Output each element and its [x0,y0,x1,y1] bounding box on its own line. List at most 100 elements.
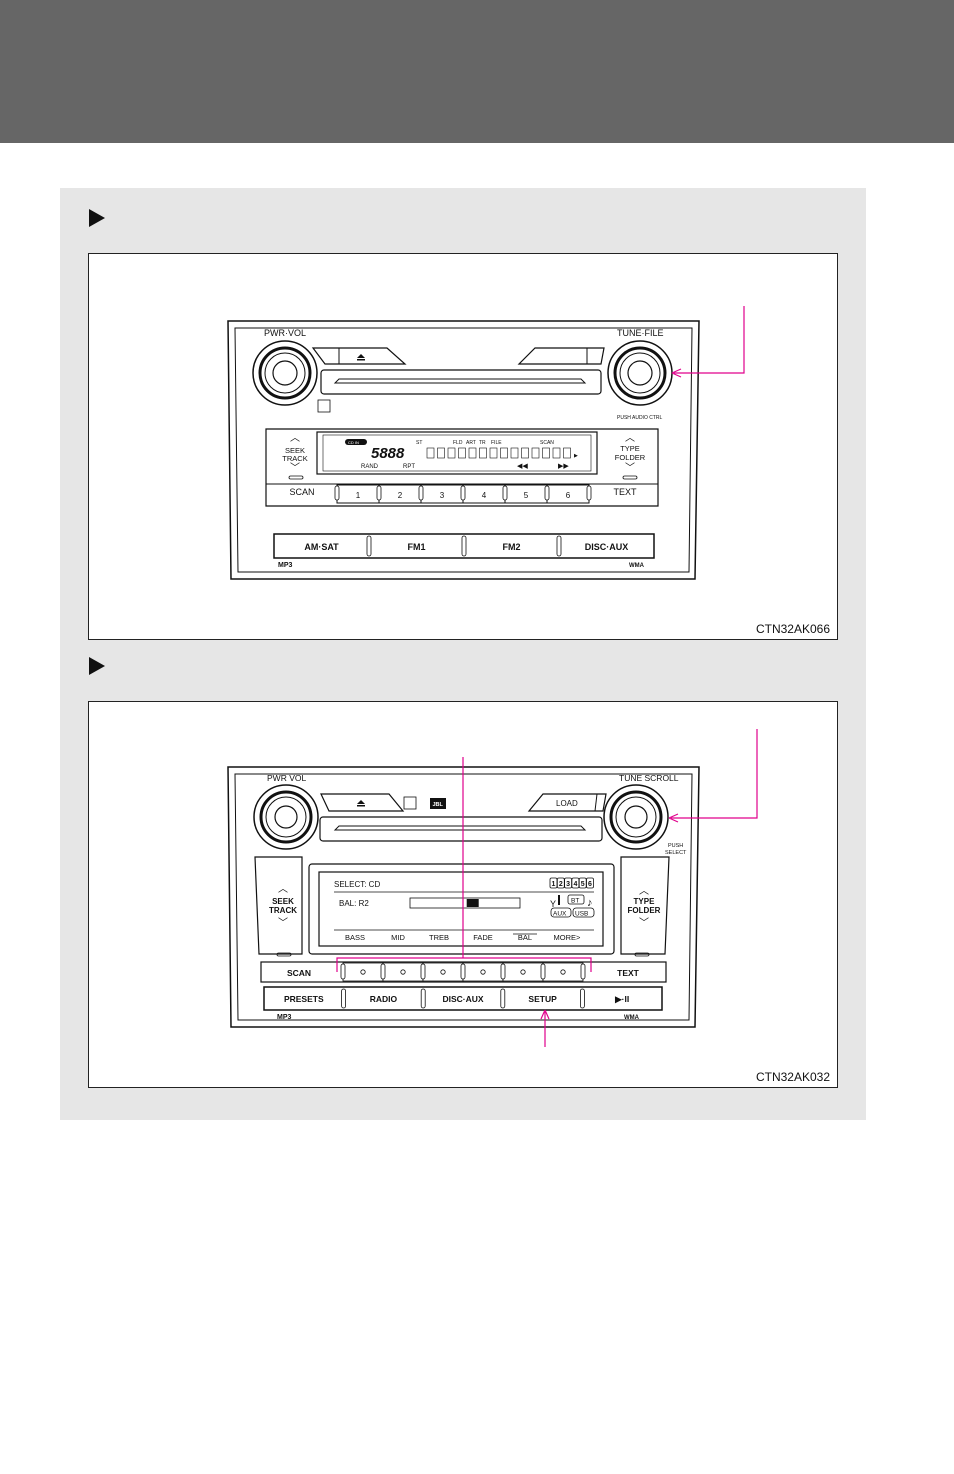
select-label: SELECT [665,850,687,856]
balance-marker [466,899,479,907]
menu-item-bass: BASS [345,933,365,942]
disc-number-readout: 5888 [371,445,405,462]
source-button-label: PRESETS [284,994,324,1004]
text-button[interactable]: TEXT [613,487,637,497]
art-indicator: ART [466,440,476,446]
preset-label: 1 [356,491,361,500]
seek-label: SEEK [285,446,305,455]
load-label: LOAD [556,799,578,808]
eject-icon [357,354,365,358]
scan-button[interactable]: SCAN [287,968,311,978]
folder-label: FOLDER [628,906,661,915]
header-bar [0,0,954,143]
menu-item-more: MORE> [554,933,582,942]
fld-indicator: FLD [453,440,463,446]
preset-divider [418,485,424,501]
bullet-arrow-icon [89,657,105,675]
fast-forward-icon: ▶▶ [558,463,569,470]
type-led [622,475,638,480]
scan-button[interactable]: SCAN [289,487,314,497]
text-button[interactable]: TEXT [617,968,640,978]
callout-line [674,306,745,374]
segment-char [437,447,445,459]
arrow-right-icon: ▶ [574,453,578,459]
preset-button-1[interactable] [342,962,384,982]
load-button[interactable] [517,347,605,365]
segment-char [468,447,477,459]
figure-radio-standard: PWR·VOL TUNE·FILE PUSH AUDIO CTRL CD IN … [88,253,838,640]
track-label: TRACK [282,454,307,463]
radio-premium-drawing: PWR VOL TUNE SCROLL PUSH SELECT JBL LOAD… [227,729,758,1047]
cd-icon [403,796,417,810]
type-folder-button[interactable] [620,856,670,955]
preset-button-3[interactable] [422,962,464,982]
chevron-up-icon: ︿ [290,433,300,444]
preset-divider [460,485,466,501]
preset-button-6[interactable] [542,962,584,982]
segment-char [510,447,519,459]
source-divider [461,535,467,557]
segment-text-area [426,447,571,459]
svg-text:BT: BT [571,898,579,905]
chevron-up-icon: ︿ [639,886,649,897]
eject-icon [357,800,365,804]
figure-radio-premium: PWR VOL TUNE SCROLL PUSH SELECT JBL LOAD… [88,701,838,1088]
svg-text:USB: USB [575,911,588,918]
segment-char [552,447,561,459]
type-folder-button[interactable]: ︿ TYPE FOLDER ﹀ [615,433,646,474]
load-button[interactable] [527,793,607,812]
mp3-logo: MP3 [277,1014,292,1021]
preset-divider [460,963,466,980]
seek-led [288,475,304,480]
chevron-up-icon: ︿ [625,433,635,444]
preset-divider [380,963,386,980]
preset-label: 5 [524,491,529,500]
segment-char [489,447,498,459]
pwr-vol-knob[interactable] [253,784,319,850]
radio-standard-drawing: PWR·VOL TUNE·FILE PUSH AUDIO CTRL CD IN … [227,306,745,580]
disc-number: 5 [581,881,585,888]
type-label: TYPE [620,444,640,453]
seek-track-button[interactable]: ︿ SEEK TRACK ﹀ [282,433,307,474]
pwr-vol-knob[interactable] [252,340,318,406]
segment-char [447,447,456,459]
preset-divider [420,963,426,980]
bt-indicator [567,894,585,905]
preset-button-2[interactable] [382,962,424,982]
source-button-bar [263,986,663,1011]
signal-icon: Y [550,899,556,909]
tune-file-knob[interactable] [607,340,673,406]
type-label: TYPE [634,897,656,906]
segment-char [531,447,540,459]
push-audio-ctrl-label: PUSH AUDIO CTRL [617,415,663,421]
preset-button-5[interactable] [502,962,544,982]
svg-text:AUX: AUX [553,911,567,918]
jbl-logo [430,798,446,809]
scan-indicator: SCAN [540,440,554,446]
chevron-down-icon: ﹀ [639,917,649,929]
preset-label: 2 [398,491,403,500]
balance-bar [409,897,521,909]
preset-buttons [340,962,586,982]
preset-dot-icon [400,969,406,975]
disc-number: 1 [552,881,556,888]
seek-track-button[interactable] [254,856,303,955]
preset-divider [540,963,546,980]
push-label: PUSH [668,843,683,849]
tune-scroll-knob[interactable] [603,784,669,850]
menu-item-mid: MID [391,933,405,942]
preset-divider [340,963,346,980]
cd-in-label: CD IN [348,440,359,445]
display-select-line: SELECT: CD [334,880,380,889]
st-indicator: ST [416,440,422,446]
callout-arrow-icon [540,1009,550,1020]
segment-char [563,447,571,459]
preset-dot-icon [360,969,366,975]
preset-button-4[interactable] [462,962,504,982]
wma-logo: WMA [624,1015,640,1021]
tr-indicator: TR [479,440,486,446]
preset-dot-icon [480,969,486,975]
wma-logo: WMA [629,563,645,569]
disc-number: 2 [559,881,563,888]
